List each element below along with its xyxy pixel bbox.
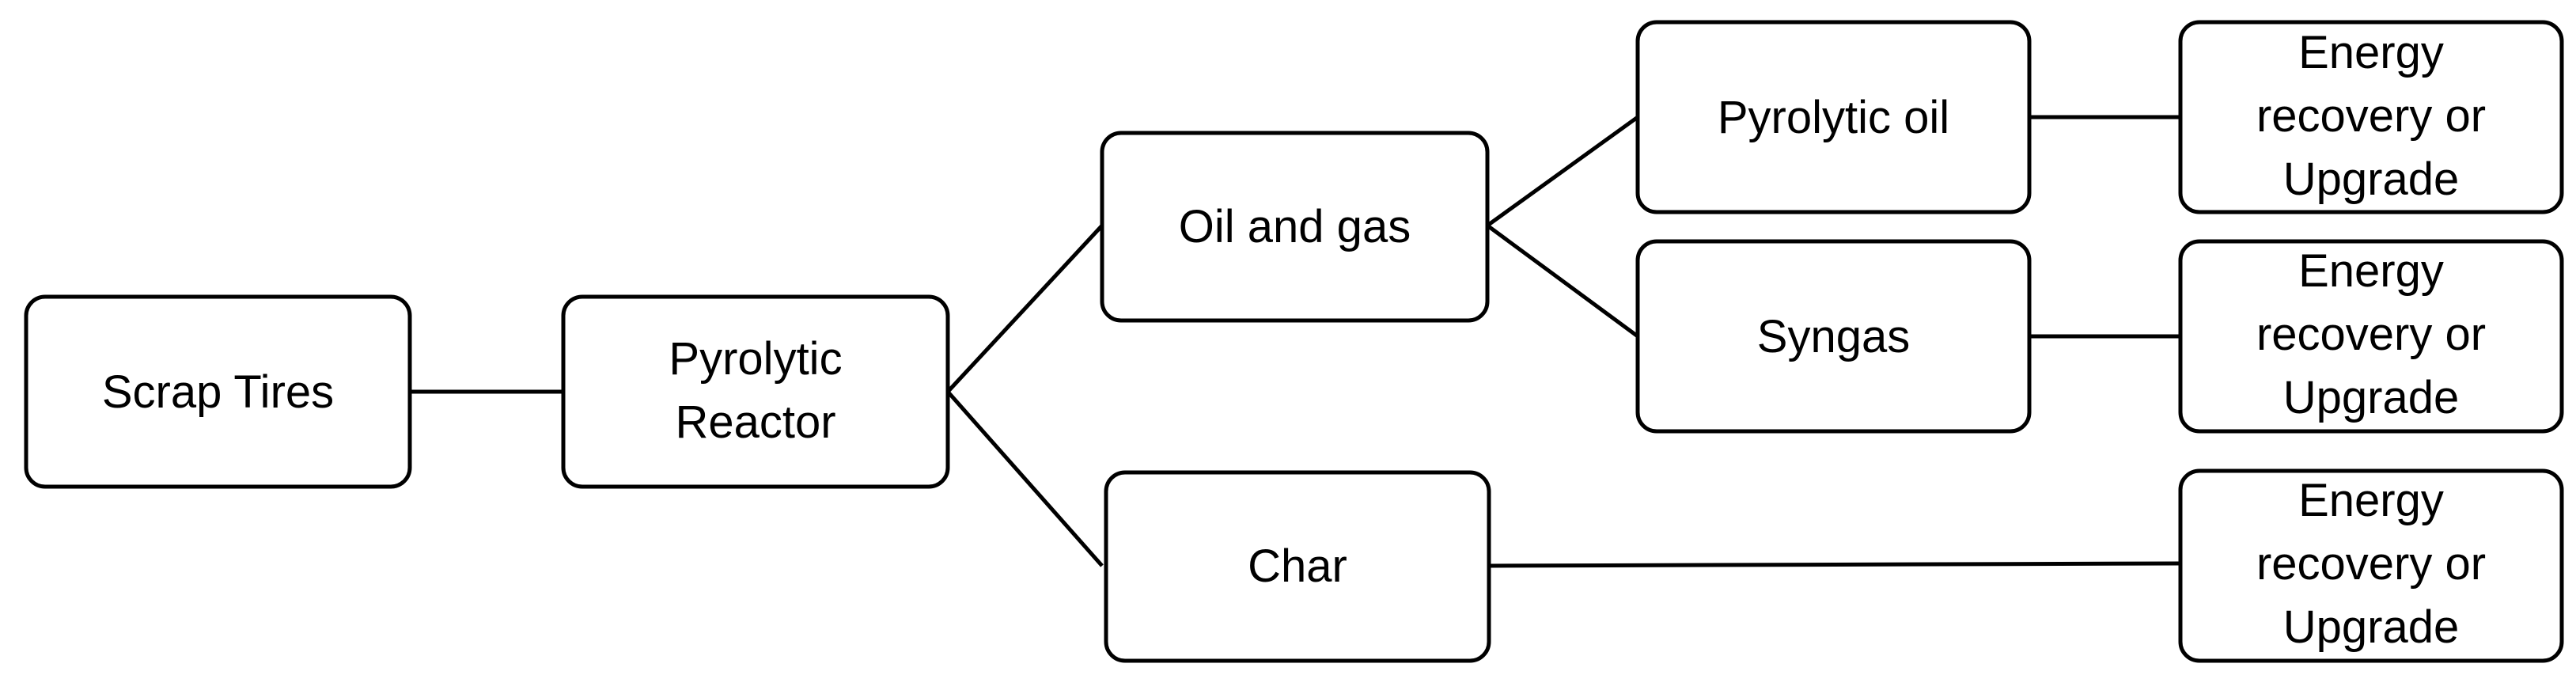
node-energy-recovery-char: Energy recovery or Upgrade	[2178, 468, 2564, 663]
node-pyrolytic-reactor: Pyrolytic Reactor	[561, 294, 950, 489]
node-energy-recovery-char-line-2: recovery or	[2256, 538, 2486, 590]
node-energy-recovery-oil-line-3: Upgrade	[2283, 154, 2459, 205]
node-energy-recovery-oil-line-1: Energy	[2298, 27, 2444, 78]
connector-lines	[410, 115, 2181, 568]
node-scrap-tires-label: Scrap Tires	[102, 366, 334, 418]
node-pyrolytic-oil: Pyrolytic oil	[1635, 20, 2032, 214]
node-pyrolytic-reactor-label-line-2: Reactor	[675, 396, 835, 448]
node-char: Char	[1104, 470, 1491, 663]
node-energy-recovery-char-line-1: Energy	[2298, 475, 2444, 526]
node-pyrolytic-reactor-label-line-1: Pyrolytic	[669, 333, 842, 385]
node-energy-recovery-syngas: Energy recovery or Upgrade	[2178, 239, 2564, 434]
node-oil-and-gas-label: Oil and gas	[1179, 201, 1411, 252]
edge-oil-and-gas-to-pyrolytic-oil	[1486, 115, 1639, 228]
node-char-label: Char	[1248, 540, 1347, 592]
edge-oil-and-gas-to-syngas	[1486, 223, 1639, 339]
node-energy-recovery-syngas-line-2: recovery or	[2256, 309, 2486, 360]
node-energy-recovery-syngas-line-3: Upgrade	[2283, 372, 2459, 423]
edge-char-to-energy	[1488, 561, 2181, 568]
node-oil-and-gas: Oil and gas	[1100, 131, 1490, 323]
node-pyrolytic-oil-label: Pyrolytic oil	[1718, 92, 1949, 143]
node-energy-recovery-char-line-3: Upgrade	[2283, 601, 2459, 653]
node-syngas: Syngas	[1635, 239, 2032, 434]
edge-reactor-to-char	[946, 390, 1104, 567]
node-energy-recovery-oil: Energy recovery or Upgrade	[2178, 20, 2564, 214]
edge-reactor-to-oil-and-gas	[946, 224, 1104, 393]
node-energy-recovery-syngas-line-1: Energy	[2298, 245, 2444, 297]
node-syngas-label: Syngas	[1757, 311, 1910, 362]
node-energy-recovery-oil-line-2: recovery or	[2256, 90, 2486, 142]
node-scrap-tires: Scrap Tires	[24, 294, 412, 489]
